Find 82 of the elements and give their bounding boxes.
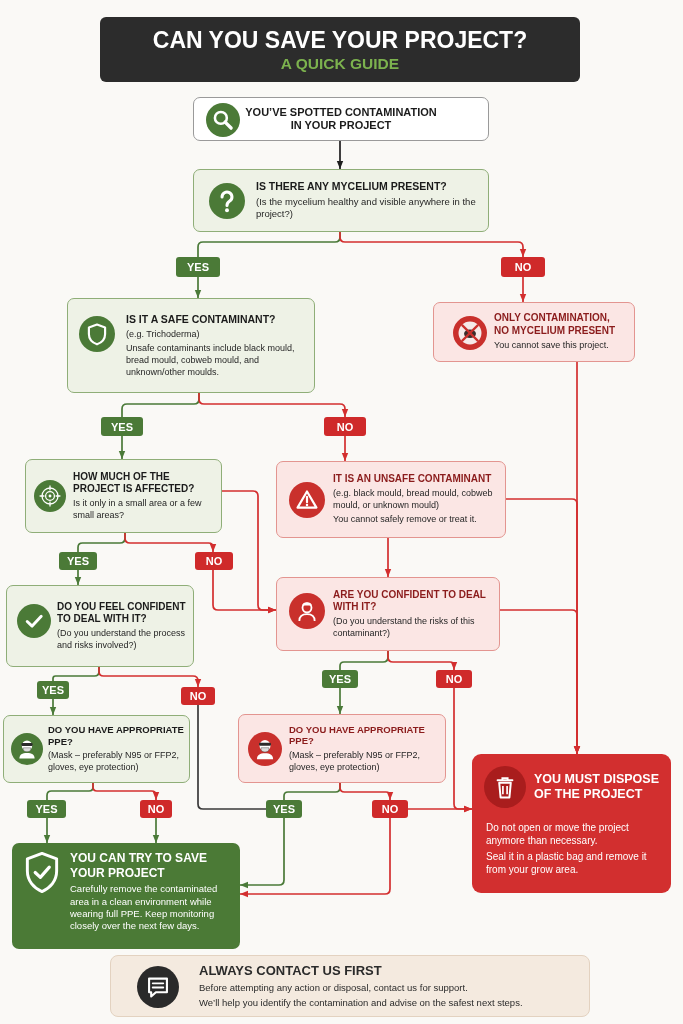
start-box [193, 97, 489, 141]
node-heading: ONLY CONTAMINATION, NO MYCELIUM PRESENT [494, 312, 617, 337]
arrow [118, 435, 126, 460]
node-heading: ALWAYS CONTACT US FIRST [199, 962, 382, 979]
answer-tag: YES [37, 681, 69, 699]
arrow [239, 817, 391, 898]
arrow [339, 782, 394, 801]
connector-line [197, 704, 267, 810]
node-heading: DO YOU HAVE APPROPRIATE PPE? [289, 723, 426, 747]
node-heading: IS THERE ANY MYCELIUM PRESENT? [256, 180, 447, 194]
node-text: Carefully remove the contaminated area in a clean environment while wearing full PPE. Keep monitoring closely over the next few days. [70, 883, 219, 933]
arrow [336, 140, 344, 170]
node-text: Unsafe contaminants include black mould, bread mould, cobweb mould, and unknown/other moulds. [126, 343, 296, 379]
arrow [152, 817, 160, 844]
arrow [407, 805, 473, 813]
decision-box [25, 459, 222, 533]
arrow [43, 817, 51, 844]
arrow [194, 276, 202, 299]
answer-tag: YES [27, 800, 66, 818]
decision-box [238, 714, 446, 783]
node-heading: DO YOU FEEL CONFIDENT TO DEAL WITH IT? [57, 600, 187, 625]
arrow [49, 698, 57, 716]
arrow [92, 782, 160, 801]
node-heading: YOU MUST DISPOSE OF THE PROJECT [534, 771, 661, 803]
node-text: You cannot save this project. [494, 339, 609, 352]
node-heading: IS IT A SAFE CONTAMINANT? [126, 312, 276, 326]
answer-tag: NO [181, 687, 215, 705]
node-text: (Do you understand the process and risks involved?) [57, 628, 187, 652]
info-box [433, 302, 635, 362]
subtitle-text: A QUICK GUIDE [280, 53, 400, 73]
node-text: We’ll help you identify the contamination and advise on the safest next steps. [199, 996, 523, 1010]
arrow [98, 666, 202, 688]
node-text: You cannot safely remove or treat it. [333, 514, 477, 527]
decision-box [67, 298, 315, 393]
arrow [198, 392, 349, 418]
answer-tag: NO [324, 417, 366, 436]
outcome-box [12, 843, 240, 949]
node-text: (e.g. Trichoderma) [126, 328, 200, 341]
node-heading: ARE YOU CONFIDENT TO DEAL WITH IT? [333, 588, 487, 613]
answer-tag: YES [322, 670, 358, 688]
decision-box [6, 585, 194, 667]
arrow [124, 532, 217, 553]
decision-box [3, 715, 190, 783]
answer-tag: NO [436, 670, 472, 688]
node-text: (Mask – preferably N95 or FFP2, gloves, eye protection) [48, 750, 181, 774]
arrow [519, 276, 527, 303]
arrow [239, 817, 285, 889]
node-heading: IT IS AN UNSAFE CONTAMINANT [333, 472, 492, 486]
arrow [384, 537, 392, 578]
decision-box [193, 169, 489, 232]
answer-tag: YES [101, 417, 143, 436]
node-text: Seal it in a plastic bag and remove it from your grow area. [486, 850, 648, 876]
node-text: (Do you understand the risks of this contaminant?) [333, 616, 476, 640]
node-heading: YOU CAN TRY TO SAVE YOUR PROJECT [70, 851, 208, 881]
node-heading: YOU’VE SPOTTED CONTAMINATION IN YOUR PROJECT [244, 105, 438, 133]
node-text: Do not open or move the project anymore than necessary. [486, 821, 630, 847]
answer-tag: NO [195, 552, 233, 570]
node-text: Before attempting any action or disposal, contact us for support. [199, 981, 468, 994]
info-box [276, 461, 506, 538]
answer-tag: YES [266, 800, 302, 818]
arrow [341, 435, 349, 462]
outcome-box [472, 754, 671, 893]
answer-tag: YES [176, 257, 220, 277]
arrow [387, 650, 458, 671]
answer-tag: NO [501, 257, 545, 277]
title-text: CAN YOU SAVE YOUR PROJECT? [152, 26, 528, 54]
arrow [74, 569, 82, 586]
node-text: (e.g. black mould, bread mould, cobweb mould, or unknown mould) [333, 488, 494, 512]
notice-box [110, 955, 590, 1017]
decision-box [276, 577, 500, 651]
node-text: (Mask – preferably N95 or FFP2, gloves, eye protection) [289, 749, 422, 774]
answer-tag: YES [59, 552, 97, 570]
arrow [499, 609, 581, 755]
arrow [339, 231, 527, 258]
arrow [212, 569, 277, 614]
node-text: Is it only in a small area or a few small areas? [73, 498, 203, 522]
answer-tag: NO [140, 800, 172, 818]
arrow [336, 687, 344, 715]
node-text: (Is the mycelium healthy and visible anywhere in the project?) [256, 196, 477, 221]
node-heading: DO YOU HAVE APPROPRIATE PPE? [48, 724, 184, 748]
answer-tag: NO [372, 800, 408, 818]
node-heading: HOW MUCH OF THE PROJECT IS AFFECTED? [73, 470, 196, 495]
